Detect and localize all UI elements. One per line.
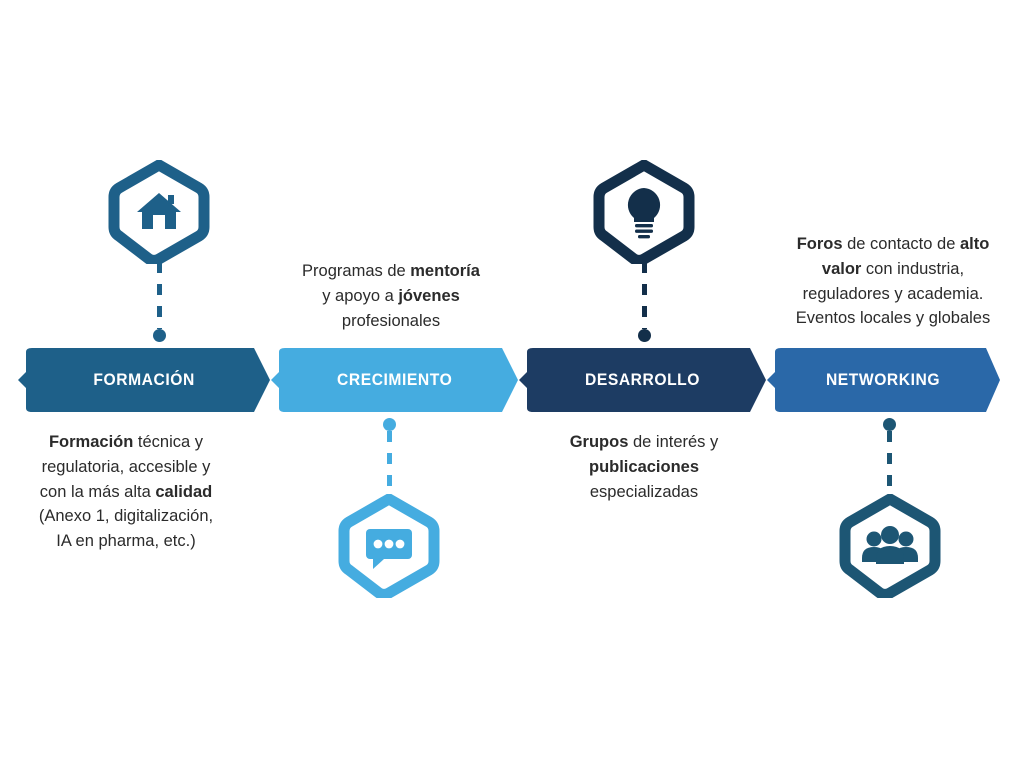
connector-dot bbox=[382, 418, 396, 431]
connector-dot bbox=[152, 329, 166, 342]
banner-crecimiento[interactable]: CRECIMIENTO bbox=[271, 348, 518, 412]
banner-label: FORMACIÓN bbox=[93, 370, 195, 389]
chevron-shape bbox=[271, 348, 518, 412]
people-group-icon bbox=[839, 494, 941, 598]
house-icon bbox=[108, 160, 210, 264]
banner-desarrollo[interactable]: DESARROLLO bbox=[519, 348, 766, 412]
connector-desarrollo bbox=[637, 262, 651, 342]
dashed-line bbox=[886, 431, 892, 498]
chat-bubble-icon bbox=[338, 494, 440, 598]
banner-label: CRECIMIENTO bbox=[336, 370, 453, 389]
banner-networking[interactable]: NETWORKING bbox=[767, 348, 1000, 412]
connector-dot bbox=[637, 329, 651, 342]
connector-formacion bbox=[152, 262, 166, 342]
banner-label: DESARROLLO bbox=[585, 370, 700, 389]
banner-label: NETWORKING bbox=[826, 370, 941, 389]
dashed-line bbox=[641, 262, 647, 329]
dashed-line bbox=[386, 431, 392, 498]
connector-dot bbox=[882, 418, 896, 431]
hex-node-formacion[interactable] bbox=[107, 160, 211, 264]
connector-networking bbox=[882, 418, 896, 498]
banner-formacion[interactable]: FORMACIÓN bbox=[18, 348, 270, 412]
hex-node-desarrollo[interactable] bbox=[592, 160, 696, 264]
chevron-shape bbox=[519, 348, 766, 412]
hex-node-networking[interactable] bbox=[838, 494, 942, 598]
chevron-shape bbox=[767, 348, 1000, 412]
dashed-line bbox=[156, 262, 162, 329]
hex-node-crecimiento[interactable] bbox=[337, 494, 441, 598]
connector-crecimiento bbox=[382, 418, 396, 498]
chevron-shape bbox=[18, 348, 270, 412]
lightbulb-icon bbox=[593, 160, 695, 264]
